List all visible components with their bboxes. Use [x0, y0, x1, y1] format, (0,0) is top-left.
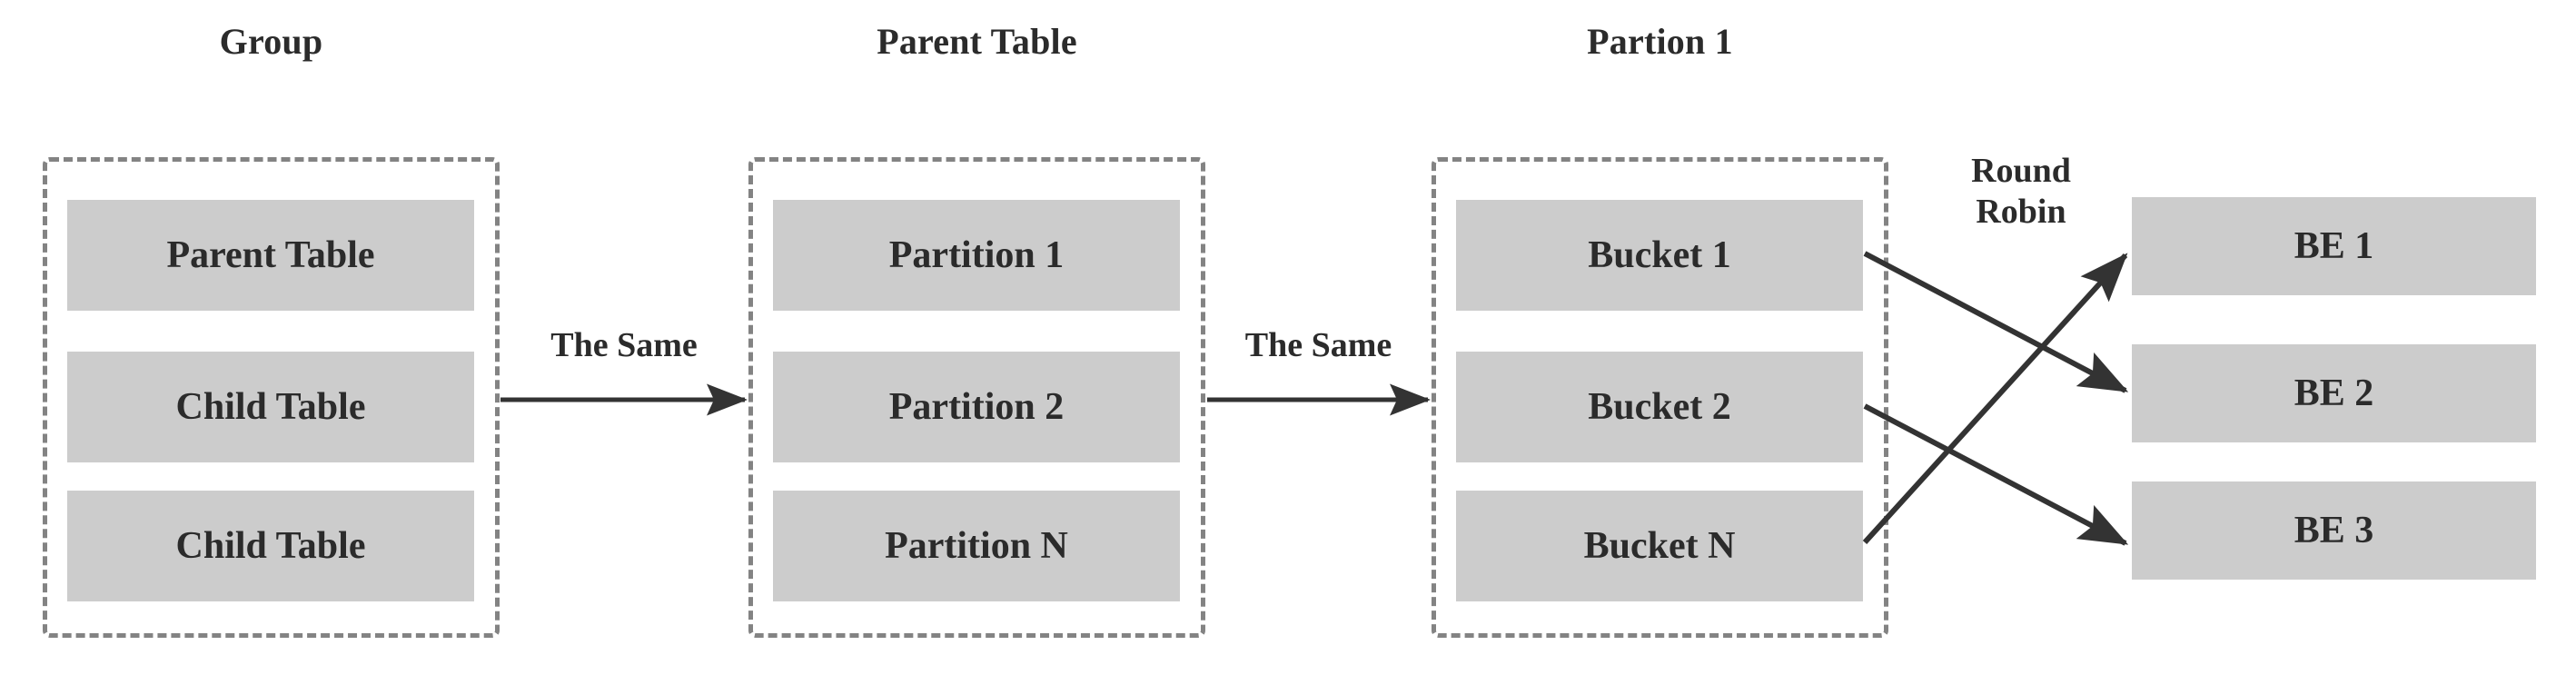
bucket-box-2[interactable]: Bucket 2: [1456, 352, 1863, 462]
edge-label-the-same-2: The Same: [1244, 326, 1392, 364]
arrow-bucket-n-to-be-1: [1862, 253, 2128, 545]
partition-box-n[interactable]: Partition N: [773, 491, 1180, 601]
group-header-partion: Partion 1: [1587, 21, 1733, 62]
edge-label-round-robin: Round Robin: [1917, 151, 2125, 233]
table-box-child-table-1[interactable]: Child Table: [67, 352, 474, 462]
partition-box-1[interactable]: Partition 1: [773, 200, 1180, 311]
group-container-group: [43, 157, 500, 638]
round-robin-line-2: Robin: [1976, 192, 2066, 231]
partition-box-2[interactable]: Partition 2: [773, 352, 1180, 462]
round-robin-line-1: Round: [1971, 152, 2071, 190]
table-box-child-table-2[interactable]: Child Table: [67, 491, 474, 601]
group-header-parent-table: Parent Table: [877, 21, 1077, 62]
bucket-box-1[interactable]: Bucket 1: [1456, 200, 1863, 311]
edge-label-the-same-1: The Same: [550, 326, 698, 364]
arrow-bucket-1-to-be-2: [1863, 251, 2129, 393]
table-box-parent-table[interactable]: Parent Table: [67, 200, 474, 311]
backend-box-be-3[interactable]: BE 3: [2132, 481, 2536, 580]
group-header-group: Group: [219, 21, 323, 62]
backend-box-be-2[interactable]: BE 2: [2132, 344, 2536, 442]
group-container-parent-table: [748, 157, 1205, 638]
arrow-bucket-2-to-be-3: [1863, 403, 2129, 546]
bucket-box-n[interactable]: Bucket N: [1456, 491, 1863, 601]
backend-box-be-1[interactable]: BE 1: [2132, 197, 2536, 295]
